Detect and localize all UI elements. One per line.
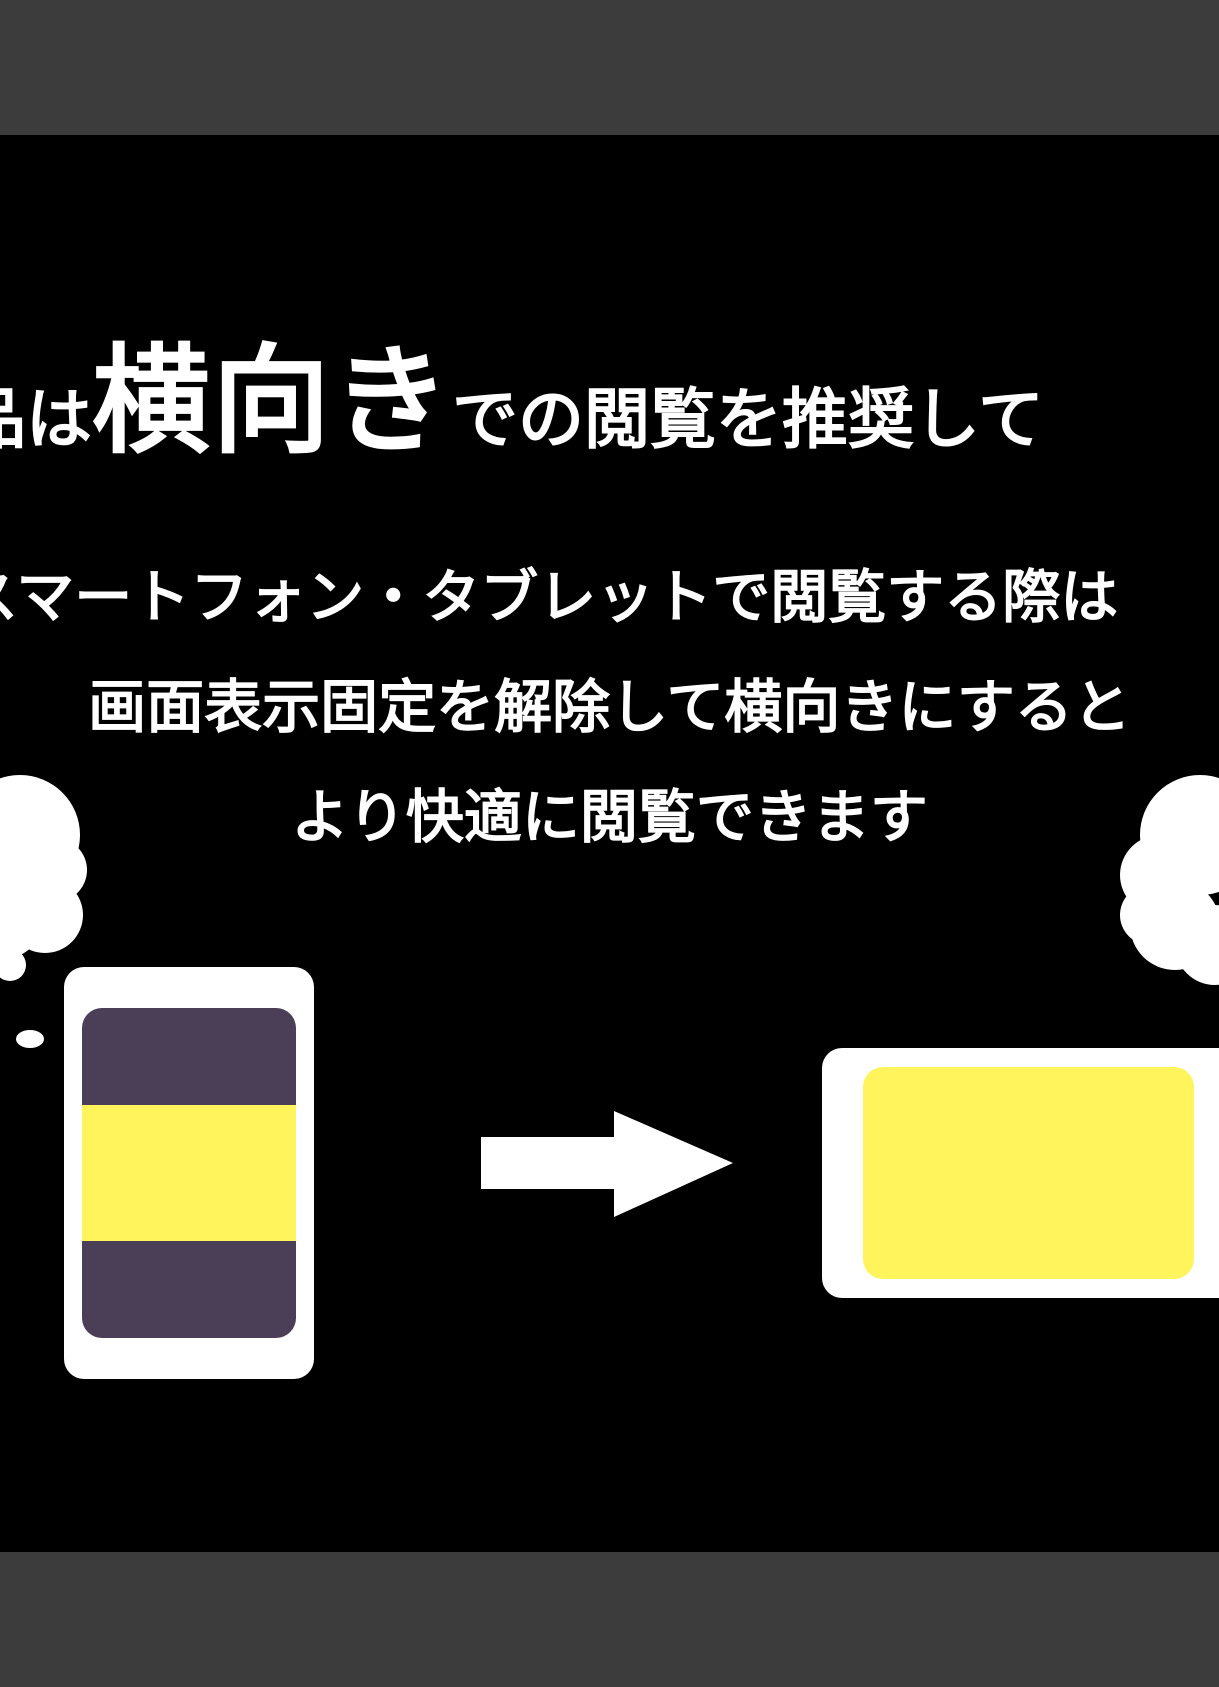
headline: 品は横向きでの閲覧を推奨して bbox=[0, 305, 1044, 476]
thought-bubble-left-icon bbox=[0, 775, 87, 1048]
top-frame-bar bbox=[0, 0, 1219, 135]
right-arrow-icon bbox=[481, 1111, 733, 1217]
body-line-3: より快適に閲覧できます bbox=[291, 783, 928, 851]
body-line-2: 画面表示固定を解除して横向きにすると bbox=[88, 673, 1131, 741]
bottom-frame-bar bbox=[0, 1552, 1219, 1687]
portrait-device-icon bbox=[64, 967, 314, 1379]
orientation-notice-panel: 品は横向きでの閲覧を推奨して スマートフォン・タブレットで閲覧する際は 画面表示… bbox=[0, 135, 1219, 1552]
headline-part1: 品は bbox=[0, 381, 92, 458]
orientation-illustration bbox=[0, 775, 1219, 1379]
landscape-device-icon bbox=[822, 1048, 1219, 1298]
headline-part2: での閲覧を推奨して bbox=[452, 381, 1045, 458]
thought-bubble-right-icon bbox=[1120, 775, 1219, 985]
body-line-1: スマートフォン・タブレットで閲覧する際は bbox=[0, 563, 1119, 631]
headline-emphasis: 横向き bbox=[92, 332, 453, 470]
